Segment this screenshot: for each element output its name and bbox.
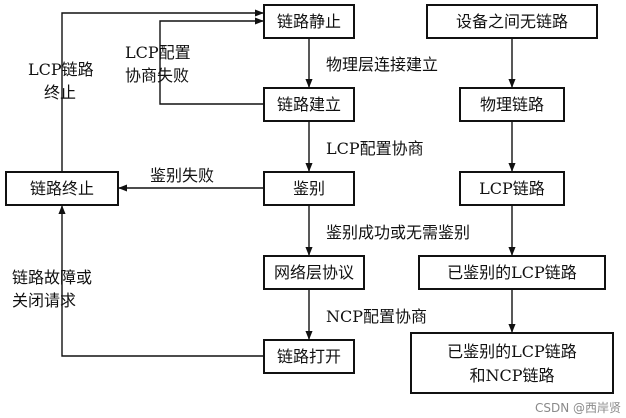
node-lcp-link: LCP链路 (459, 171, 565, 206)
label-lcp-fail-line1: LCP配置 (125, 43, 191, 62)
node-no-link-label: 设备之间无链路 (456, 12, 568, 31)
node-physical-link: 物理链路 (459, 87, 565, 122)
label-ncp-negotiate: NCP配置协商 (326, 307, 427, 326)
node-network-layer-label: 网络层协议 (274, 263, 354, 282)
watermark: CSDN @西岸贤 (535, 401, 621, 415)
node-no-link: 设备之间无链路 (426, 4, 598, 39)
label-physical-up: 物理层连接建立 (326, 55, 438, 74)
arrow-establish-to-dead (159, 17, 264, 105)
arrow-terminate-to-dead (61, 9, 264, 172)
node-authenticated-lcp-link-label: 已鉴别的LCP链路 (447, 263, 577, 282)
arrow-open-to-terminate (58, 205, 264, 357)
node-authenticated-lcp-ncp-label-line1: 已鉴别的LCP链路 (447, 342, 577, 361)
node-link-dead-label: 链路静止 (277, 12, 341, 31)
label-auth-ok: 鉴别成功或无需鉴别 (326, 223, 470, 242)
node-authenticated-lcp-ncp-link: 已鉴别的LCP链路 和NCP链路 (410, 332, 614, 394)
label-close-line1: 链路故障或 (12, 268, 92, 287)
node-link-open: 链路打开 (263, 339, 355, 374)
node-link-terminate-label: 链路终止 (30, 179, 94, 198)
label-lcp-negotiate: LCP配置协商 (326, 139, 424, 158)
node-link-terminate: 链路终止 (5, 171, 119, 206)
label-lcp-fail-line2: 协商失败 (125, 66, 189, 85)
node-authenticate: 鉴别 (263, 171, 355, 206)
node-authenticated-lcp-link: 已鉴别的LCP链路 (418, 255, 606, 290)
node-network-layer: 网络层协议 (263, 255, 365, 290)
label-auth-fail: 鉴别失败 (150, 166, 214, 185)
node-link-establish: 链路建立 (263, 87, 355, 122)
node-authenticated-lcp-ncp-label-line2: 和NCP链路 (469, 366, 554, 385)
node-lcp-link-label: LCP链路 (479, 179, 545, 198)
node-link-dead: 链路静止 (263, 4, 355, 39)
label-lcp-terminate-line1: LCP链路 (28, 60, 94, 79)
node-link-establish-label: 链路建立 (277, 95, 341, 114)
label-close-line2: 关闭请求 (12, 291, 76, 310)
node-link-open-label: 链路打开 (277, 347, 341, 366)
node-authenticate-label: 鉴别 (293, 179, 325, 198)
node-physical-link-label: 物理链路 (480, 95, 544, 114)
label-lcp-terminate-line2: 终止 (44, 83, 76, 102)
